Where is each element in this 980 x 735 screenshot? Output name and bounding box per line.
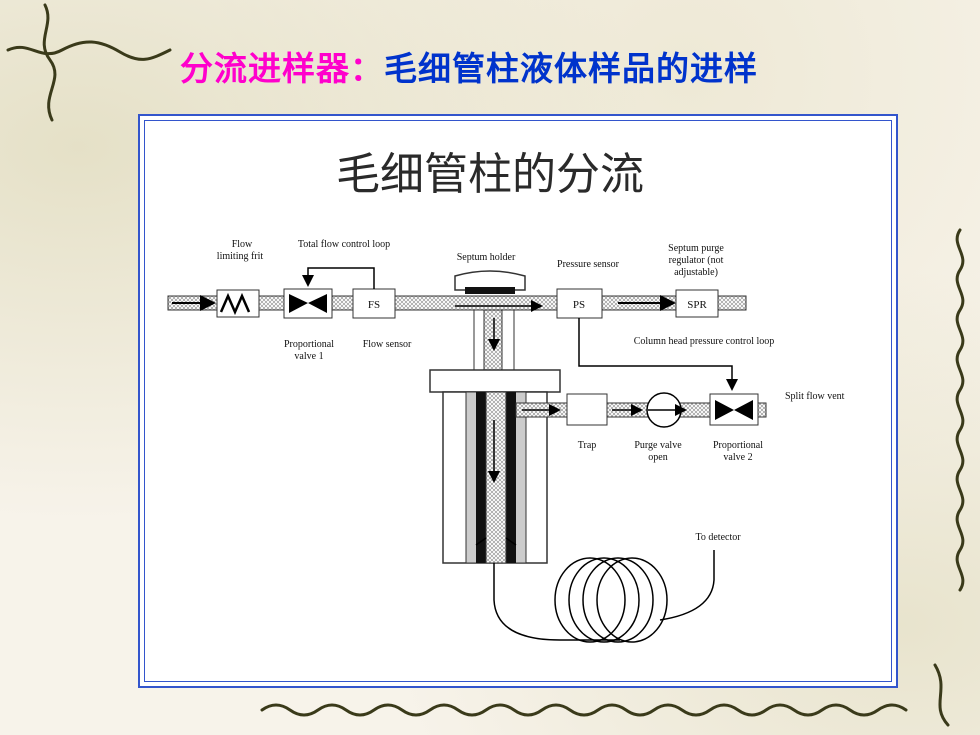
label-purge-valve-1: Purge valve (634, 440, 682, 451)
septum (465, 287, 515, 294)
trap-box (566, 393, 608, 426)
valve-1-bowtie-icon (289, 294, 327, 313)
column-head-pressure-loop (578, 318, 738, 391)
spr-box (675, 289, 719, 318)
label-flow-limiting-frit-2: limiting frit (217, 251, 264, 262)
pressure-sensor-box (556, 288, 603, 319)
spr-label: SPR (687, 299, 707, 311)
slide-title-part1: 分流进样器： (180, 49, 384, 88)
diagram-heading: 毛细管柱的分流 (336, 149, 644, 200)
frit-zigzag-icon (219, 292, 251, 316)
label-proportional-valve-2-1: Proportional (713, 440, 763, 451)
column-coil-1 (554, 557, 626, 643)
slide-title: 分流进样器：毛细管柱液体样品的进样 (180, 42, 758, 90)
capillary-column (493, 563, 620, 641)
label-proportional-valve-1-2: valve 1 (294, 351, 323, 362)
fs-label: FS (368, 299, 380, 311)
label-septum-purge-3: adjustable) (674, 267, 718, 278)
label-total-flow-loop: Total flow control loop (298, 239, 390, 250)
label-proportional-valve-1-1: Proportional (284, 339, 334, 350)
label-proportional-valve-2-2: valve 2 (723, 452, 752, 463)
liner-wall-right (506, 392, 516, 563)
septum-holder-cap (454, 270, 526, 291)
column-to-detector (659, 550, 715, 621)
injector-top-flange (429, 369, 561, 393)
liner-core (485, 391, 507, 564)
total-flow-control-loop (302, 267, 375, 289)
label-septum-purge-2: regulator (not (669, 255, 724, 266)
label-flow-sensor: Flow sensor (363, 339, 412, 350)
label-trap: Trap (578, 440, 597, 451)
slide-title-part2: 毛细管柱液体样品的进样 (384, 49, 758, 88)
label-split-flow-vent: Split flow vent (785, 391, 845, 402)
label-pressure-sensor: Pressure sensor (557, 259, 620, 270)
liner-wall-left (476, 392, 486, 563)
label-to-detector: To detector (695, 532, 741, 543)
label-septum-purge-1: Septum purge (668, 243, 724, 254)
valve-2-bowtie-icon (715, 400, 753, 420)
label-column-head-loop: Column head pressure control loop (634, 336, 775, 347)
label-septum-holder: Septum holder (457, 252, 516, 263)
ps-label: PS (573, 299, 585, 311)
label-purge-valve-2: open (648, 452, 667, 463)
label-flow-limiting-frit-1: Flow (232, 239, 253, 250)
